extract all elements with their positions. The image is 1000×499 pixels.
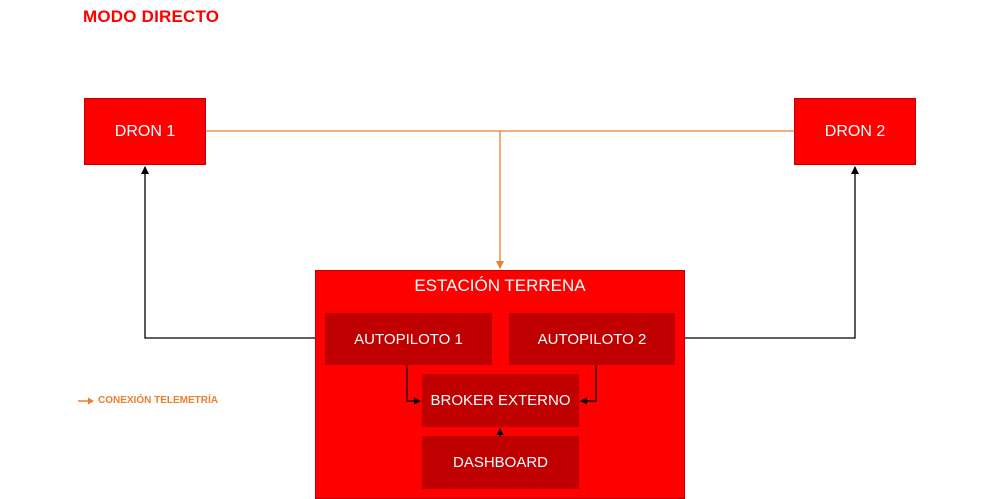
node-broker-externo-label: BROKER EXTERNO — [430, 392, 571, 409]
node-autopiloto-1-label: AUTOPILOTO 1 — [354, 330, 463, 348]
node-autopiloto-2-label: AUTOPILOTO 2 — [537, 330, 647, 348]
node-broker-externo: BROKER EXTERNO — [422, 374, 579, 427]
legend: CONEXIÓN TELEMETRÍA — [78, 395, 218, 406]
node-autopiloto-1: AUTOPILOTO 1 — [325, 313, 492, 365]
node-dron-1: DRON 1 — [84, 98, 206, 165]
legend-arrow-icon — [78, 397, 94, 404]
node-estacion-terrena: ESTACIÓN TERRENA — [315, 270, 685, 499]
control-line-autopilot1-dron1 — [141, 166, 325, 339]
node-dron-2-label: DRON 2 — [824, 122, 886, 140]
node-dron-2: DRON 2 — [794, 98, 916, 165]
node-dashboard: DASHBOARD — [422, 436, 579, 489]
node-dashboard-label: DASHBOARD — [452, 454, 549, 471]
node-autopiloto-2: AUTOPILOTO 2 — [509, 313, 675, 365]
diagram-title: MODO DIRECTO — [83, 7, 220, 26]
station-title: ESTACIÓN TERRENA — [414, 276, 586, 295]
node-dron-1-label: DRON 1 — [114, 122, 176, 140]
control-line-autopilot2-dron2 — [675, 166, 859, 339]
legend-label: CONEXIÓN TELEMETRÍA — [98, 395, 219, 406]
